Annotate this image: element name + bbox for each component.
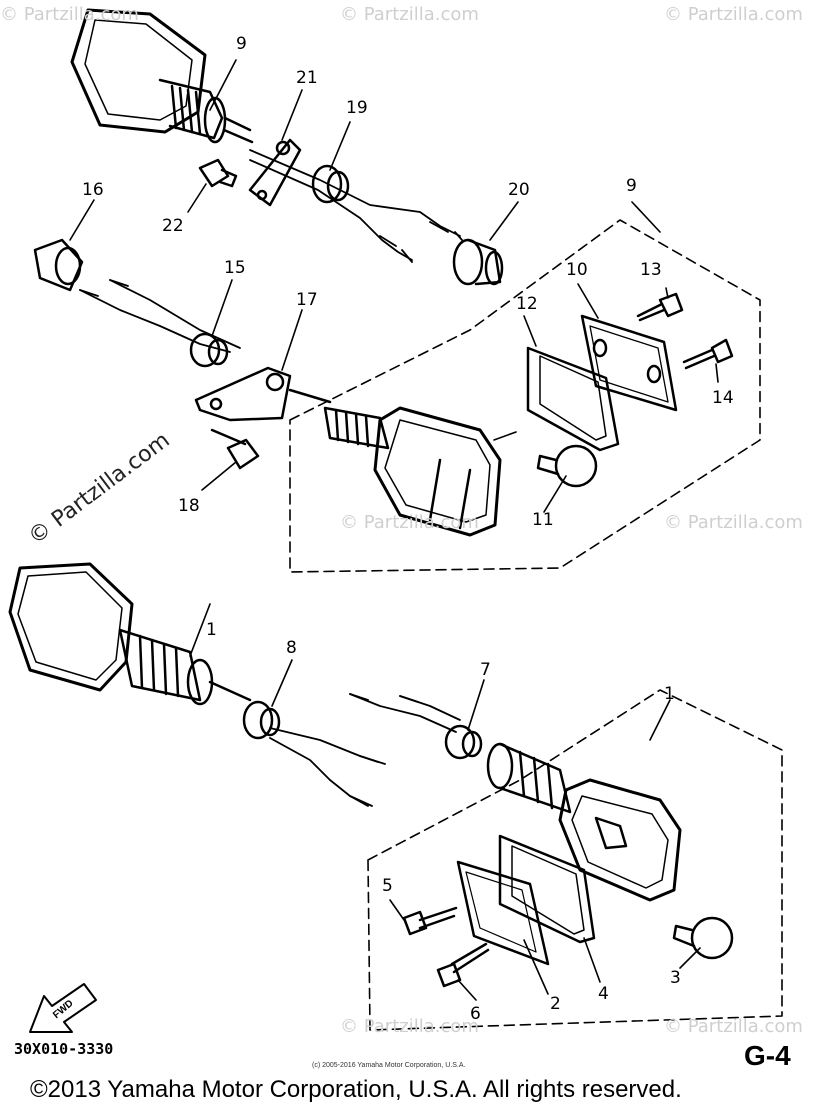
rubber-cap-16 bbox=[33, 238, 84, 292]
callout-17: 17 bbox=[296, 290, 318, 310]
watermark: © Partzilla.com bbox=[340, 1016, 479, 1037]
bolt-22 bbox=[198, 158, 238, 188]
callout-11: 11 bbox=[532, 510, 554, 530]
watermark: © Partzilla.com bbox=[340, 4, 479, 25]
grommet-7 bbox=[444, 724, 483, 760]
bulb-11 bbox=[536, 444, 598, 488]
watermark: © Partzilla.com bbox=[340, 512, 479, 533]
turn-signal-assembly-upper bbox=[70, 8, 254, 144]
rubber-cap-20 bbox=[452, 238, 504, 286]
callout-9: 9 bbox=[626, 176, 637, 196]
callout-14: 14 bbox=[712, 388, 734, 408]
screw-14 bbox=[682, 338, 734, 370]
drawing-number: 30X010-3330 bbox=[14, 1040, 114, 1058]
bracket-17 bbox=[194, 366, 292, 422]
bracket-21 bbox=[248, 138, 302, 207]
wire-leads-upper bbox=[249, 149, 463, 263]
callout-21: 21 bbox=[296, 68, 318, 88]
watermark: © Partzilla.com bbox=[664, 512, 803, 533]
callout-19: 19 bbox=[346, 98, 368, 118]
gasket-12 bbox=[526, 346, 620, 452]
lens-10 bbox=[580, 314, 678, 412]
watermark: © Partzilla.com bbox=[664, 1016, 803, 1037]
callout-9: 9 bbox=[236, 34, 247, 54]
lens-2 bbox=[456, 860, 550, 966]
grommet-15 bbox=[189, 332, 229, 368]
callout-2: 2 bbox=[550, 994, 561, 1014]
assembly-outline-9 bbox=[289, 219, 761, 573]
page-id: G-4 bbox=[744, 1040, 791, 1071]
leader-lines bbox=[69, 59, 719, 1001]
screw-5 bbox=[402, 906, 458, 936]
callout-6: 6 bbox=[470, 1004, 481, 1024]
watermark: © Partzilla.com bbox=[0, 4, 139, 25]
grommet-19 bbox=[311, 164, 350, 204]
callout-7: 7 bbox=[480, 660, 491, 680]
screw-13 bbox=[636, 292, 684, 322]
assembly-outline-1 bbox=[367, 689, 783, 1031]
watermark: © Partzilla.com bbox=[664, 4, 803, 25]
fwd-arrow bbox=[29, 983, 97, 1033]
callout-13: 13 bbox=[640, 260, 662, 280]
wire-leads-lower-left bbox=[269, 727, 386, 807]
callout-3: 3 bbox=[670, 968, 681, 988]
callout-1: 1 bbox=[206, 620, 217, 640]
copyright-notice: ©2013 Yamaha Motor Corporation, U.S.A. A… bbox=[30, 1076, 682, 1103]
callout-12: 12 bbox=[516, 294, 538, 314]
wire-leads-lower-right bbox=[349, 693, 461, 733]
callout-20: 20 bbox=[508, 180, 530, 200]
turn-signal-assembly-1-left bbox=[8, 562, 252, 706]
callout-4: 4 bbox=[598, 984, 609, 1004]
bulb-3 bbox=[672, 916, 734, 960]
callout-18: 18 bbox=[178, 496, 200, 516]
callout-16: 16 bbox=[82, 180, 104, 200]
grommet-8 bbox=[242, 700, 281, 740]
screw-6 bbox=[436, 942, 490, 988]
turn-signal-assembly-9 bbox=[288, 388, 502, 537]
callout-1: 1 bbox=[664, 684, 675, 704]
callout-22: 22 bbox=[162, 216, 184, 236]
small-copyright: (c) 2005-2016 Yamaha Motor Corporation, … bbox=[312, 1062, 466, 1069]
turn-signal-assembly-1-right bbox=[486, 742, 682, 902]
callout-10: 10 bbox=[566, 260, 588, 280]
gasket-4 bbox=[498, 834, 596, 944]
callout-5: 5 bbox=[382, 876, 393, 896]
callout-15: 15 bbox=[224, 258, 246, 278]
callout-8: 8 bbox=[286, 638, 297, 658]
